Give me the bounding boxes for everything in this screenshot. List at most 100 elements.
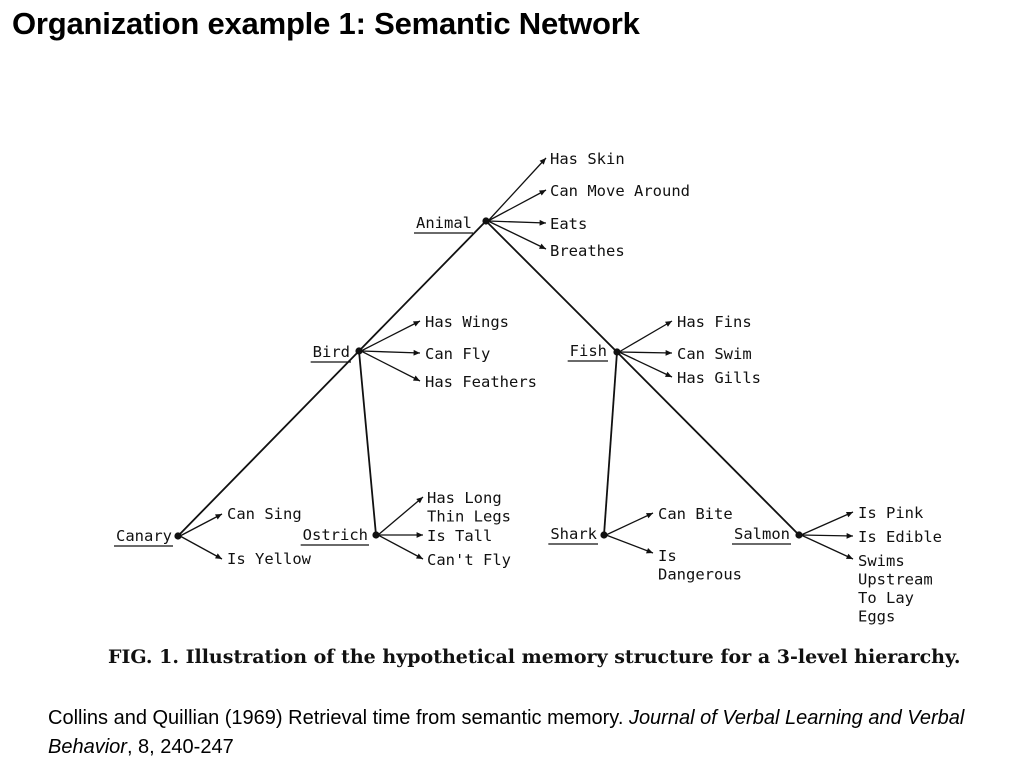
link-animal-bird [358, 220, 487, 352]
arrowhead [416, 553, 423, 559]
node-dot-ostrich [372, 531, 380, 539]
arrowhead [215, 514, 222, 520]
link-bird-canary [177, 350, 360, 537]
arrowhead [846, 511, 853, 518]
property-canary-1: Is Yellow [179, 535, 312, 568]
property-bird-0: Has Wings [360, 313, 509, 352]
property-label: Can Sing [227, 505, 302, 523]
arrowhead [665, 350, 672, 356]
property-link [618, 351, 673, 378]
arrowhead [416, 497, 423, 504]
slide-title: Organization example 1: Semantic Network [12, 6, 640, 41]
link-fish-shark [603, 351, 618, 536]
property-label: Is Yellow [227, 550, 312, 568]
link-bird-ostrich [358, 350, 377, 536]
property-ostrich-2: Can't Fly [377, 534, 511, 569]
property-salmon-0: Is Pink [800, 504, 924, 536]
property-label: Has Skin [550, 150, 625, 168]
property-link [618, 351, 673, 354]
node-dot-shark [600, 531, 608, 539]
property-label: Has Wings [425, 313, 509, 331]
arrowhead [665, 321, 672, 327]
property-link [179, 535, 223, 560]
property-label: Has Fins [677, 313, 752, 331]
property-animal-0: Has Skin [487, 150, 625, 222]
property-fish-1: Can Swim [618, 345, 752, 363]
citation-details: , 8, 240-247 [126, 736, 234, 758]
property-canary-0: Can Sing [179, 505, 302, 537]
arrowhead [539, 243, 546, 249]
node-label-salmon: Salmon [734, 525, 790, 543]
property-link [800, 511, 854, 536]
property-label: Is Edible [858, 528, 942, 546]
node-dot-animal [482, 217, 490, 225]
property-link [360, 320, 421, 352]
arrowhead [646, 548, 653, 554]
property-bird-2: Has Feathers [360, 350, 537, 391]
property-label: Can Move Around [550, 182, 690, 200]
arrowhead [539, 190, 546, 196]
property-fish-2: Has Gills [618, 351, 761, 387]
property-label: Is Tall [427, 527, 492, 545]
arrowhead [646, 513, 653, 519]
citation: Collins and Quillian (1969) Retrieval ti… [48, 704, 998, 762]
property-label: Has Feathers [425, 373, 537, 391]
citation-authors: Collins and Quillian (1969) Retrieval ti… [48, 707, 629, 729]
node-dot-salmon [795, 531, 803, 539]
node-dot-canary [174, 532, 182, 540]
property-fish-0: Has Fins [618, 313, 752, 353]
property-animal-2: Eats [487, 215, 587, 233]
property-label: Breathes [550, 242, 625, 260]
figure-caption: FIG. 1. Illustration of the hypothetical… [108, 646, 960, 668]
property-link [360, 350, 421, 354]
property-shark-0: Can Bite [605, 505, 733, 536]
property-link [179, 513, 223, 537]
node-label-bird: Bird [313, 343, 350, 361]
link-animal-fish [485, 220, 618, 353]
property-link [800, 534, 854, 537]
arrowhead [539, 158, 546, 165]
property-link [487, 220, 547, 224]
arrowhead [215, 553, 222, 559]
node-label-ostrich: Ostrich [303, 526, 368, 544]
arrowhead [665, 371, 672, 377]
arrowhead [413, 349, 420, 356]
property-label: Can Swim [677, 345, 752, 363]
property-link [487, 157, 547, 222]
property-link [360, 350, 421, 382]
node-label-fish: Fish [570, 342, 607, 360]
property-animal-1: Can Move Around [487, 182, 690, 222]
property-ostrich-1: Is Tall [378, 527, 492, 545]
property-animal-3: Breathes [487, 220, 625, 260]
property-label: Is Pink [858, 504, 924, 522]
property-link [377, 534, 424, 560]
property-link [487, 189, 547, 222]
arrowhead [846, 553, 853, 559]
property-label: Eats [550, 215, 587, 233]
property-link [605, 534, 654, 554]
property-label: Can Bite [658, 505, 733, 523]
arrowhead [413, 321, 420, 327]
link-fish-salmon [616, 351, 800, 536]
arrowhead [416, 532, 423, 538]
arrowhead [539, 219, 546, 226]
node-label-shark: Shark [550, 525, 597, 543]
node-dot-fish [613, 348, 621, 356]
property-bird-1: Can Fly [360, 345, 490, 363]
node-label-animal: Animal [416, 214, 472, 232]
property-salmon-1: Is Edible [800, 528, 942, 546]
